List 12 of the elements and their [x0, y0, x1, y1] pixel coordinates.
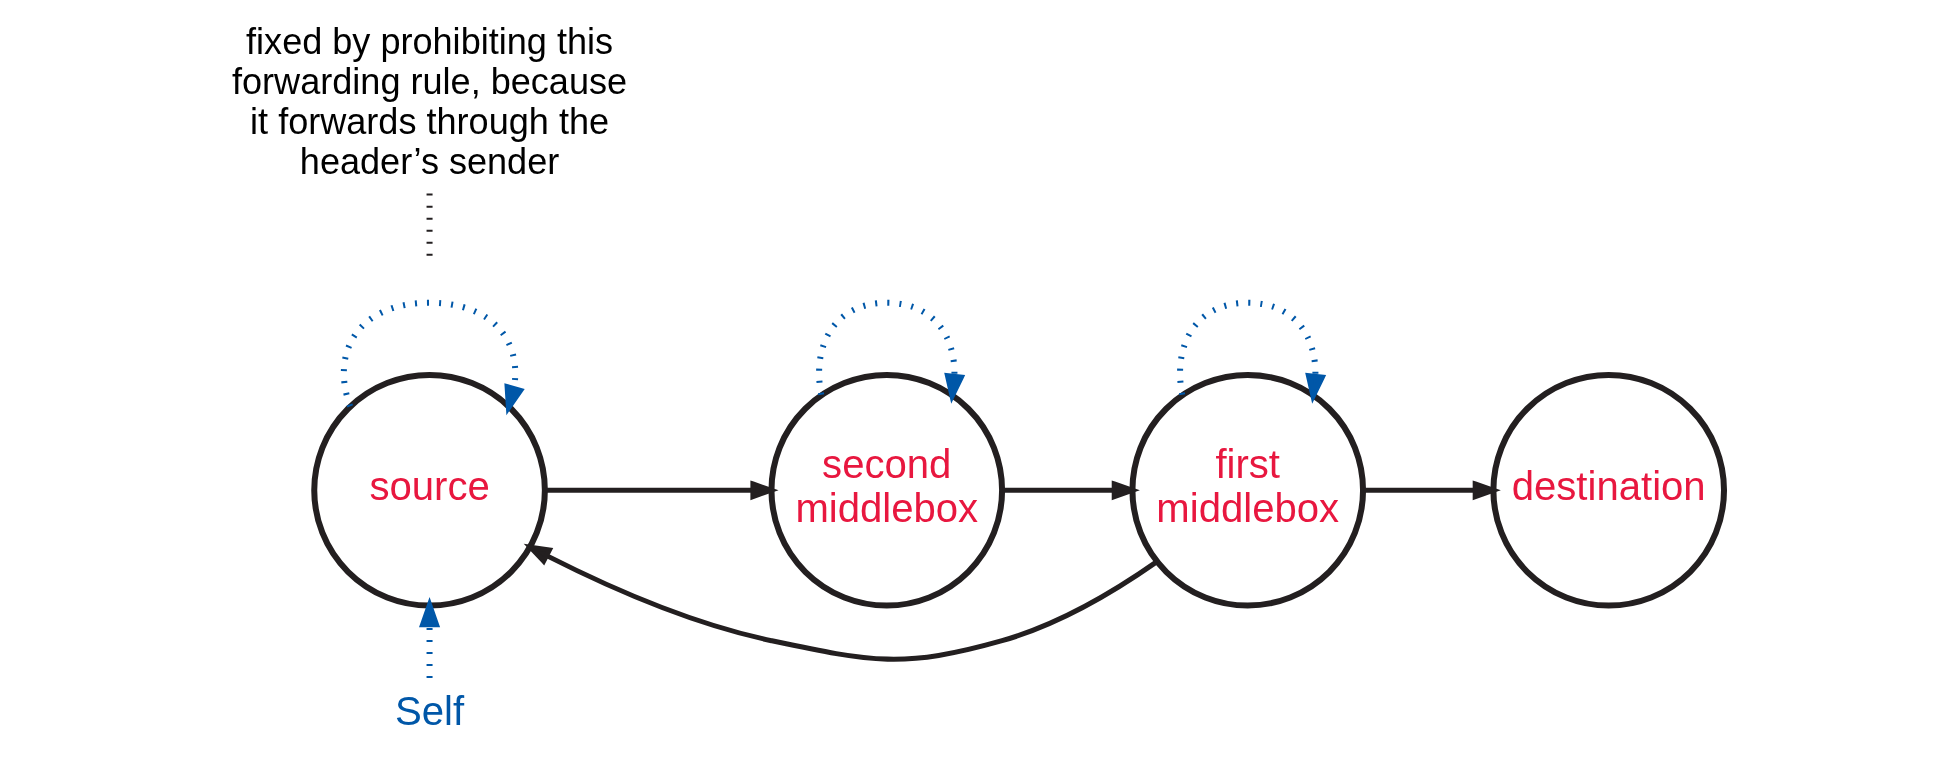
arrow	[816, 299, 966, 404]
arrow	[1363, 479, 1501, 500]
arrow	[1002, 479, 1140, 500]
node-circle: destination	[1490, 371, 1727, 609]
node-text: fixed by prohibiting this forwarding rule, because it forwards through the header’s sender	[232, 20, 628, 182]
arrow	[545, 479, 779, 500]
arrow	[1177, 299, 1327, 404]
node-circle: source	[311, 371, 548, 609]
arrow	[523, 543, 1158, 662]
arrow	[341, 299, 525, 415]
arrow	[419, 596, 441, 678]
node-text: Self	[395, 688, 465, 733]
